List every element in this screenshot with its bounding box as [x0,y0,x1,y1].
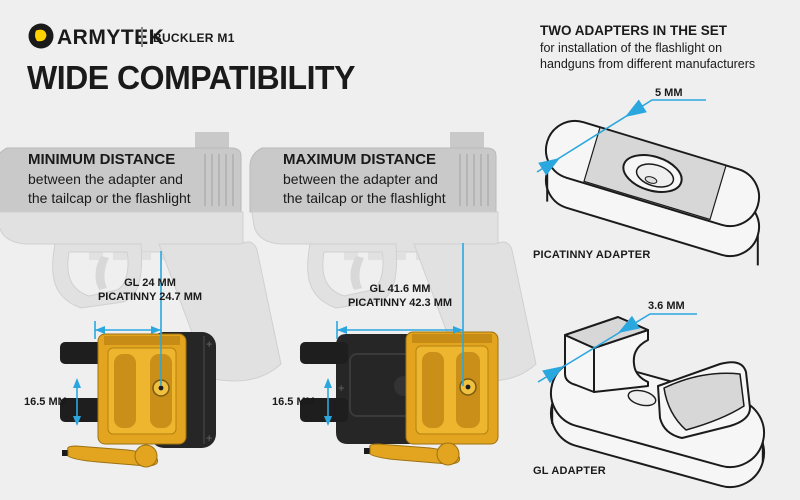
min-distance-heading: MINIMUM DISTANCE [28,151,176,168]
svg-text:+: + [206,433,212,445]
set-panel-heading: TWO ADAPTERS IN THE SET [540,23,728,38]
svg-text:+: + [338,383,344,395]
flashlight-mount-min: + + [60,332,216,468]
min-width-dim-line1: GL 24 MM [124,277,176,289]
max-width-dim-line1: GL 41.6 MM [369,283,431,295]
flashlight-mount-max: + [300,331,499,466]
max-distance-heading: MAXIMUM DISTANCE [283,151,437,168]
min-distance-desc-line1: between the adapter and [28,171,183,187]
gl-adapter-label: GL ADAPTER [533,465,606,477]
min-width-dim-line2: PICATINNY 24.7 MM [97,291,203,303]
svg-text:+: + [206,339,212,351]
page-title: WIDE COMPATIBILITY [27,59,355,96]
min-width-dimension: GL 24 MM PICATINNY 24.7 MM [75,276,225,304]
max-distance-desc-line1: between the adapter and [283,171,438,187]
picatinny-dimension: 5 MM [655,87,683,99]
brand-divider [141,27,143,47]
brand-name: ARMYTEK [57,26,165,49]
armytek-logo-icon [28,23,54,49]
min-distance-desc-line2: the tailcap or the flashlight [28,190,191,206]
model-name: BUCKLER M1 [153,31,235,45]
gl-dimension: 3.6 MM [648,300,685,312]
set-panel-desc-line1: for installation of the flashlight on [540,41,723,55]
max-distance-block: MAXIMUM DISTANCE between the adapter and… [283,151,513,208]
picatinny-adapter-label: PICATINNY ADAPTER [533,249,651,261]
set-panel-desc-line2: handguns from different manufacturers [540,57,756,71]
max-width-dim-line2: PICATINNY 42.3 MM [347,297,453,309]
min-height-dimension: 16.5 MM [24,396,67,408]
max-width-dimension: GL 41.6 MM PICATINNY 42.3 MM [330,282,470,310]
max-distance-desc-line2: the tailcap or the flashlight [283,190,446,206]
min-distance-block: MINIMUM DISTANCE between the adapter and… [28,151,258,208]
max-height-dimension: 16.5 MM [272,396,315,408]
